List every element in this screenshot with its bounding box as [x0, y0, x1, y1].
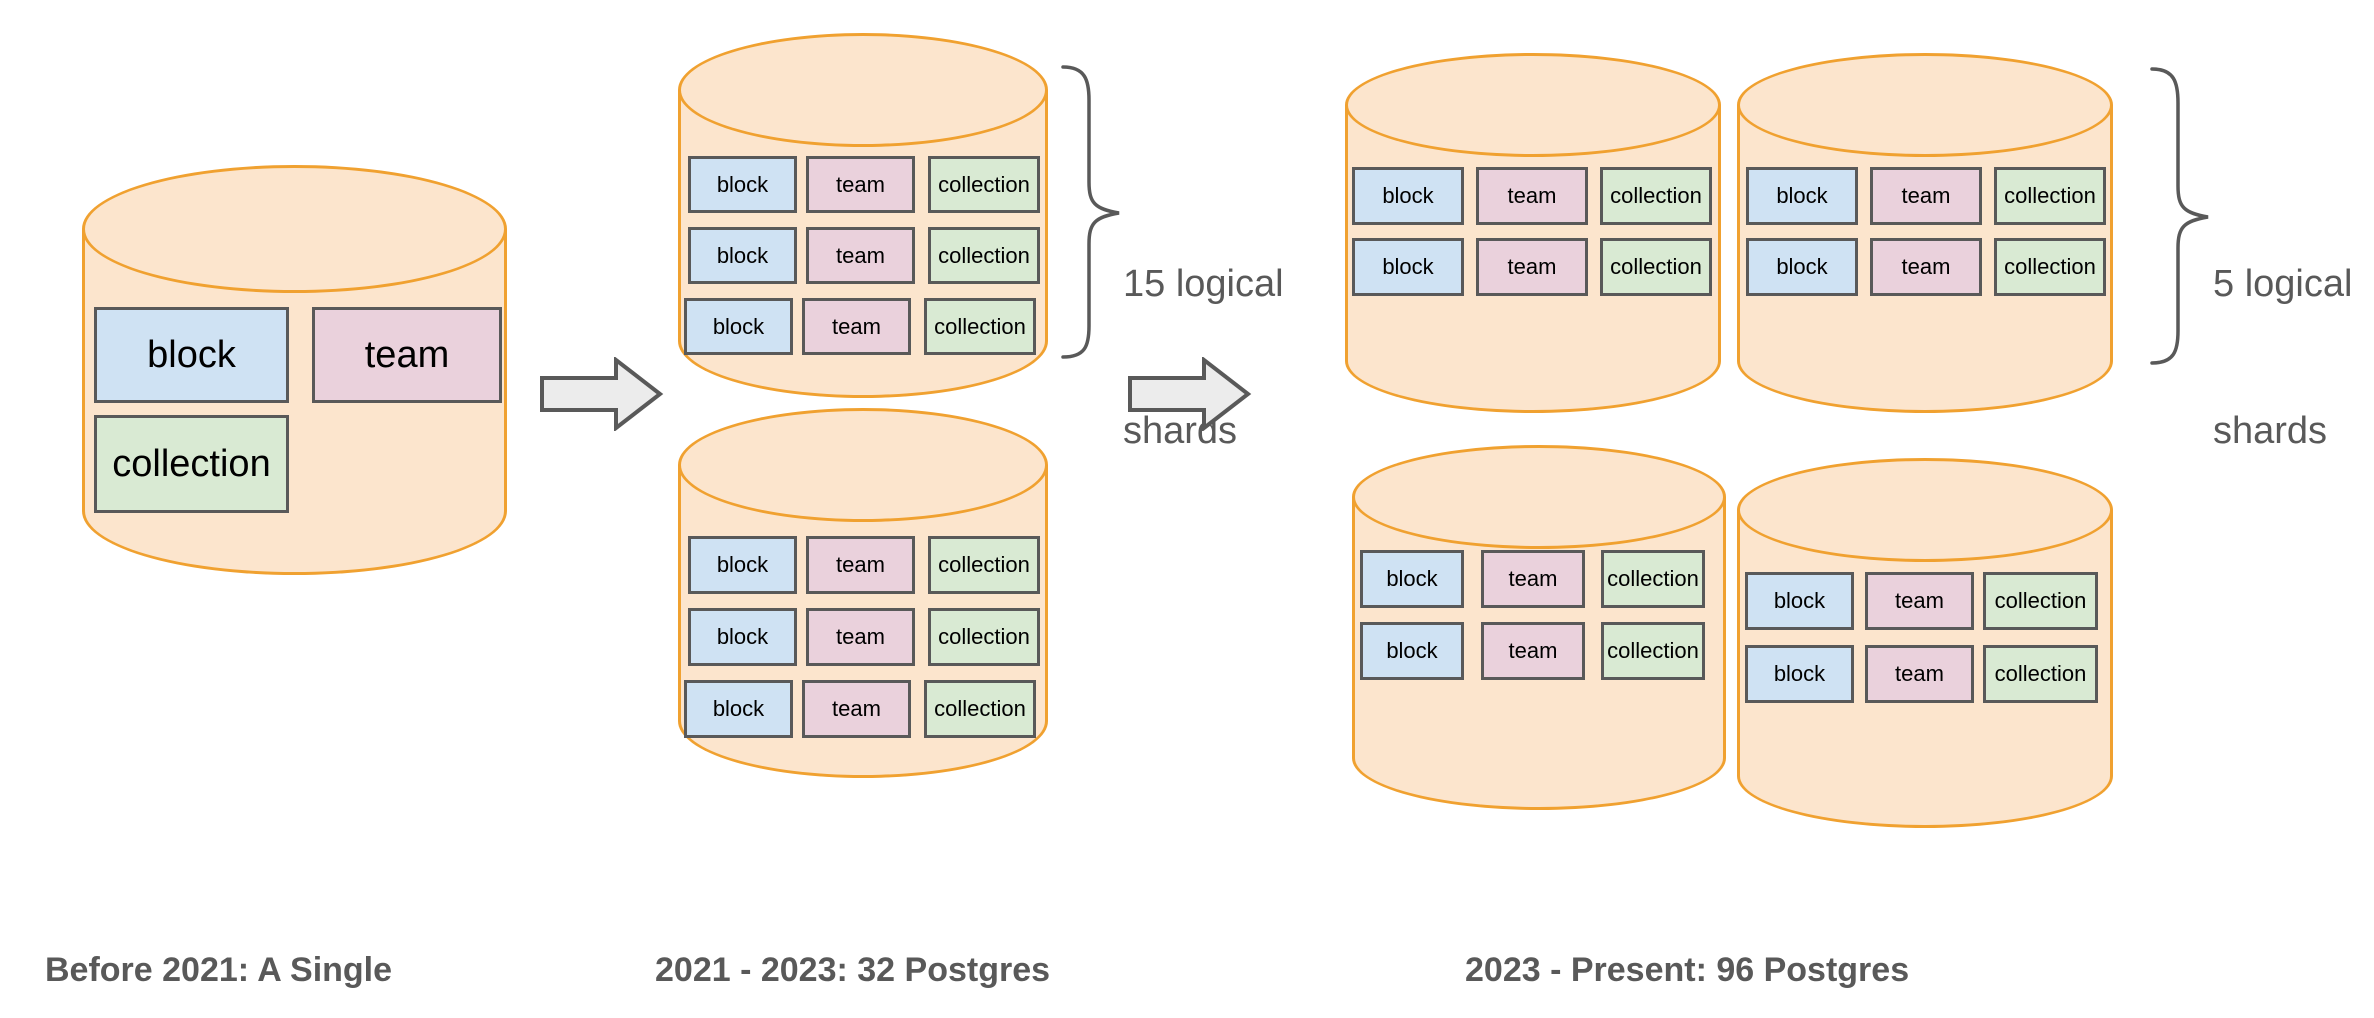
postgres-instance-cylinder: block team collection block team collect… [678, 408, 1048, 778]
postgres-instance-cylinder: block team collection [82, 165, 507, 575]
team-table-box: team [1481, 550, 1585, 608]
cylinder-top-ellipse [678, 408, 1048, 522]
shard-note-line: 5 logical [2213, 263, 2353, 305]
block-table-box: block [688, 156, 797, 213]
collection-table-box: collection [924, 298, 1036, 355]
shard-note-line: 15 logical [1123, 263, 1284, 305]
arrow-right-icon [1128, 357, 1252, 431]
curly-brace-icon [1061, 65, 1120, 359]
team-table-box: team [802, 298, 911, 355]
block-table-box: block [1352, 238, 1464, 296]
block-table-box: block [1746, 167, 1858, 225]
team-table-box: team [1476, 238, 1588, 296]
collection-table-box: collection [924, 680, 1036, 738]
cylinder-top-ellipse [1737, 53, 2113, 157]
postgres-instance-cylinder: block team collection block team collect… [1345, 53, 1721, 413]
collection-table-box: collection [1600, 167, 1712, 225]
team-table-box: team [1865, 572, 1974, 630]
collection-table-box: collection [928, 608, 1040, 666]
cylinder-top-ellipse [1737, 458, 2113, 562]
block-table-box: block [1360, 622, 1464, 680]
collection-table-box: collection [1601, 622, 1705, 680]
collection-table-box: collection [94, 415, 289, 513]
team-table-box: team [1481, 622, 1585, 680]
collection-table-box: collection [1983, 645, 2098, 703]
cylinder-top-ellipse [1345, 53, 1721, 157]
postgres-instance-cylinder: block team collection block team collect… [1737, 53, 2113, 413]
cylinder-top-ellipse [82, 165, 507, 293]
block-table-box: block [94, 307, 289, 403]
caption-line: 2021 - 2023: 32 Postgres [655, 951, 1051, 989]
team-table-box: team [806, 608, 915, 666]
caption-line: Before 2021: A Single [45, 951, 393, 989]
team-table-box: team [312, 307, 502, 403]
team-table-box: team [1870, 238, 1982, 296]
block-table-box: block [688, 608, 797, 666]
block-table-box: block [1352, 167, 1464, 225]
block-table-box: block [688, 536, 797, 594]
block-table-box: block [1745, 645, 1854, 703]
block-table-box: block [1745, 572, 1854, 630]
collection-table-box: collection [1601, 550, 1705, 608]
collection-table-box: collection [928, 156, 1040, 213]
curly-brace-icon [2150, 67, 2209, 365]
arrow-right-icon [540, 357, 664, 431]
shard-count-note: 5 logical shards [2213, 162, 2352, 554]
collection-table-box: collection [1994, 238, 2106, 296]
block-table-box: block [1360, 550, 1464, 608]
block-table-box: block [684, 298, 793, 355]
block-table-box: block [1746, 238, 1858, 296]
shard-note-line: shards [2213, 410, 2328, 452]
collection-table-box: collection [928, 536, 1040, 594]
postgres-instance-cylinder: block team collection block team collect… [1352, 445, 1726, 810]
team-table-box: team [1870, 167, 1982, 225]
team-table-box: team [806, 536, 915, 594]
cylinder-top-ellipse [1352, 445, 1726, 549]
caption-line: 2023 - Present: 96 Postgres [1465, 951, 1910, 989]
team-table-box: team [1476, 167, 1588, 225]
team-table-box: team [1865, 645, 1974, 703]
stage3-caption: 2023 - Present: 96 Postgres Instances wi… [1465, 855, 1934, 1018]
postgres-instance-cylinder: block team collection block team collect… [678, 33, 1048, 398]
team-table-box: team [806, 227, 915, 284]
collection-table-box: collection [928, 227, 1040, 284]
stage2-caption: 2021 - 2023: 32 Postgres Instances with … [655, 855, 1124, 1018]
collection-table-box: collection [1983, 572, 2098, 630]
stage1-caption: Before 2021: A Single Postgres Instance [45, 855, 392, 1018]
block-table-box: block [684, 680, 793, 738]
block-table-box: block [688, 227, 797, 284]
team-table-box: team [802, 680, 911, 738]
cylinder-top-ellipse [678, 33, 1048, 147]
team-table-box: team [806, 156, 915, 213]
collection-table-box: collection [1600, 238, 1712, 296]
postgres-instance-cylinder: block team collection block team collect… [1737, 458, 2113, 828]
collection-table-box: collection [1994, 167, 2106, 225]
